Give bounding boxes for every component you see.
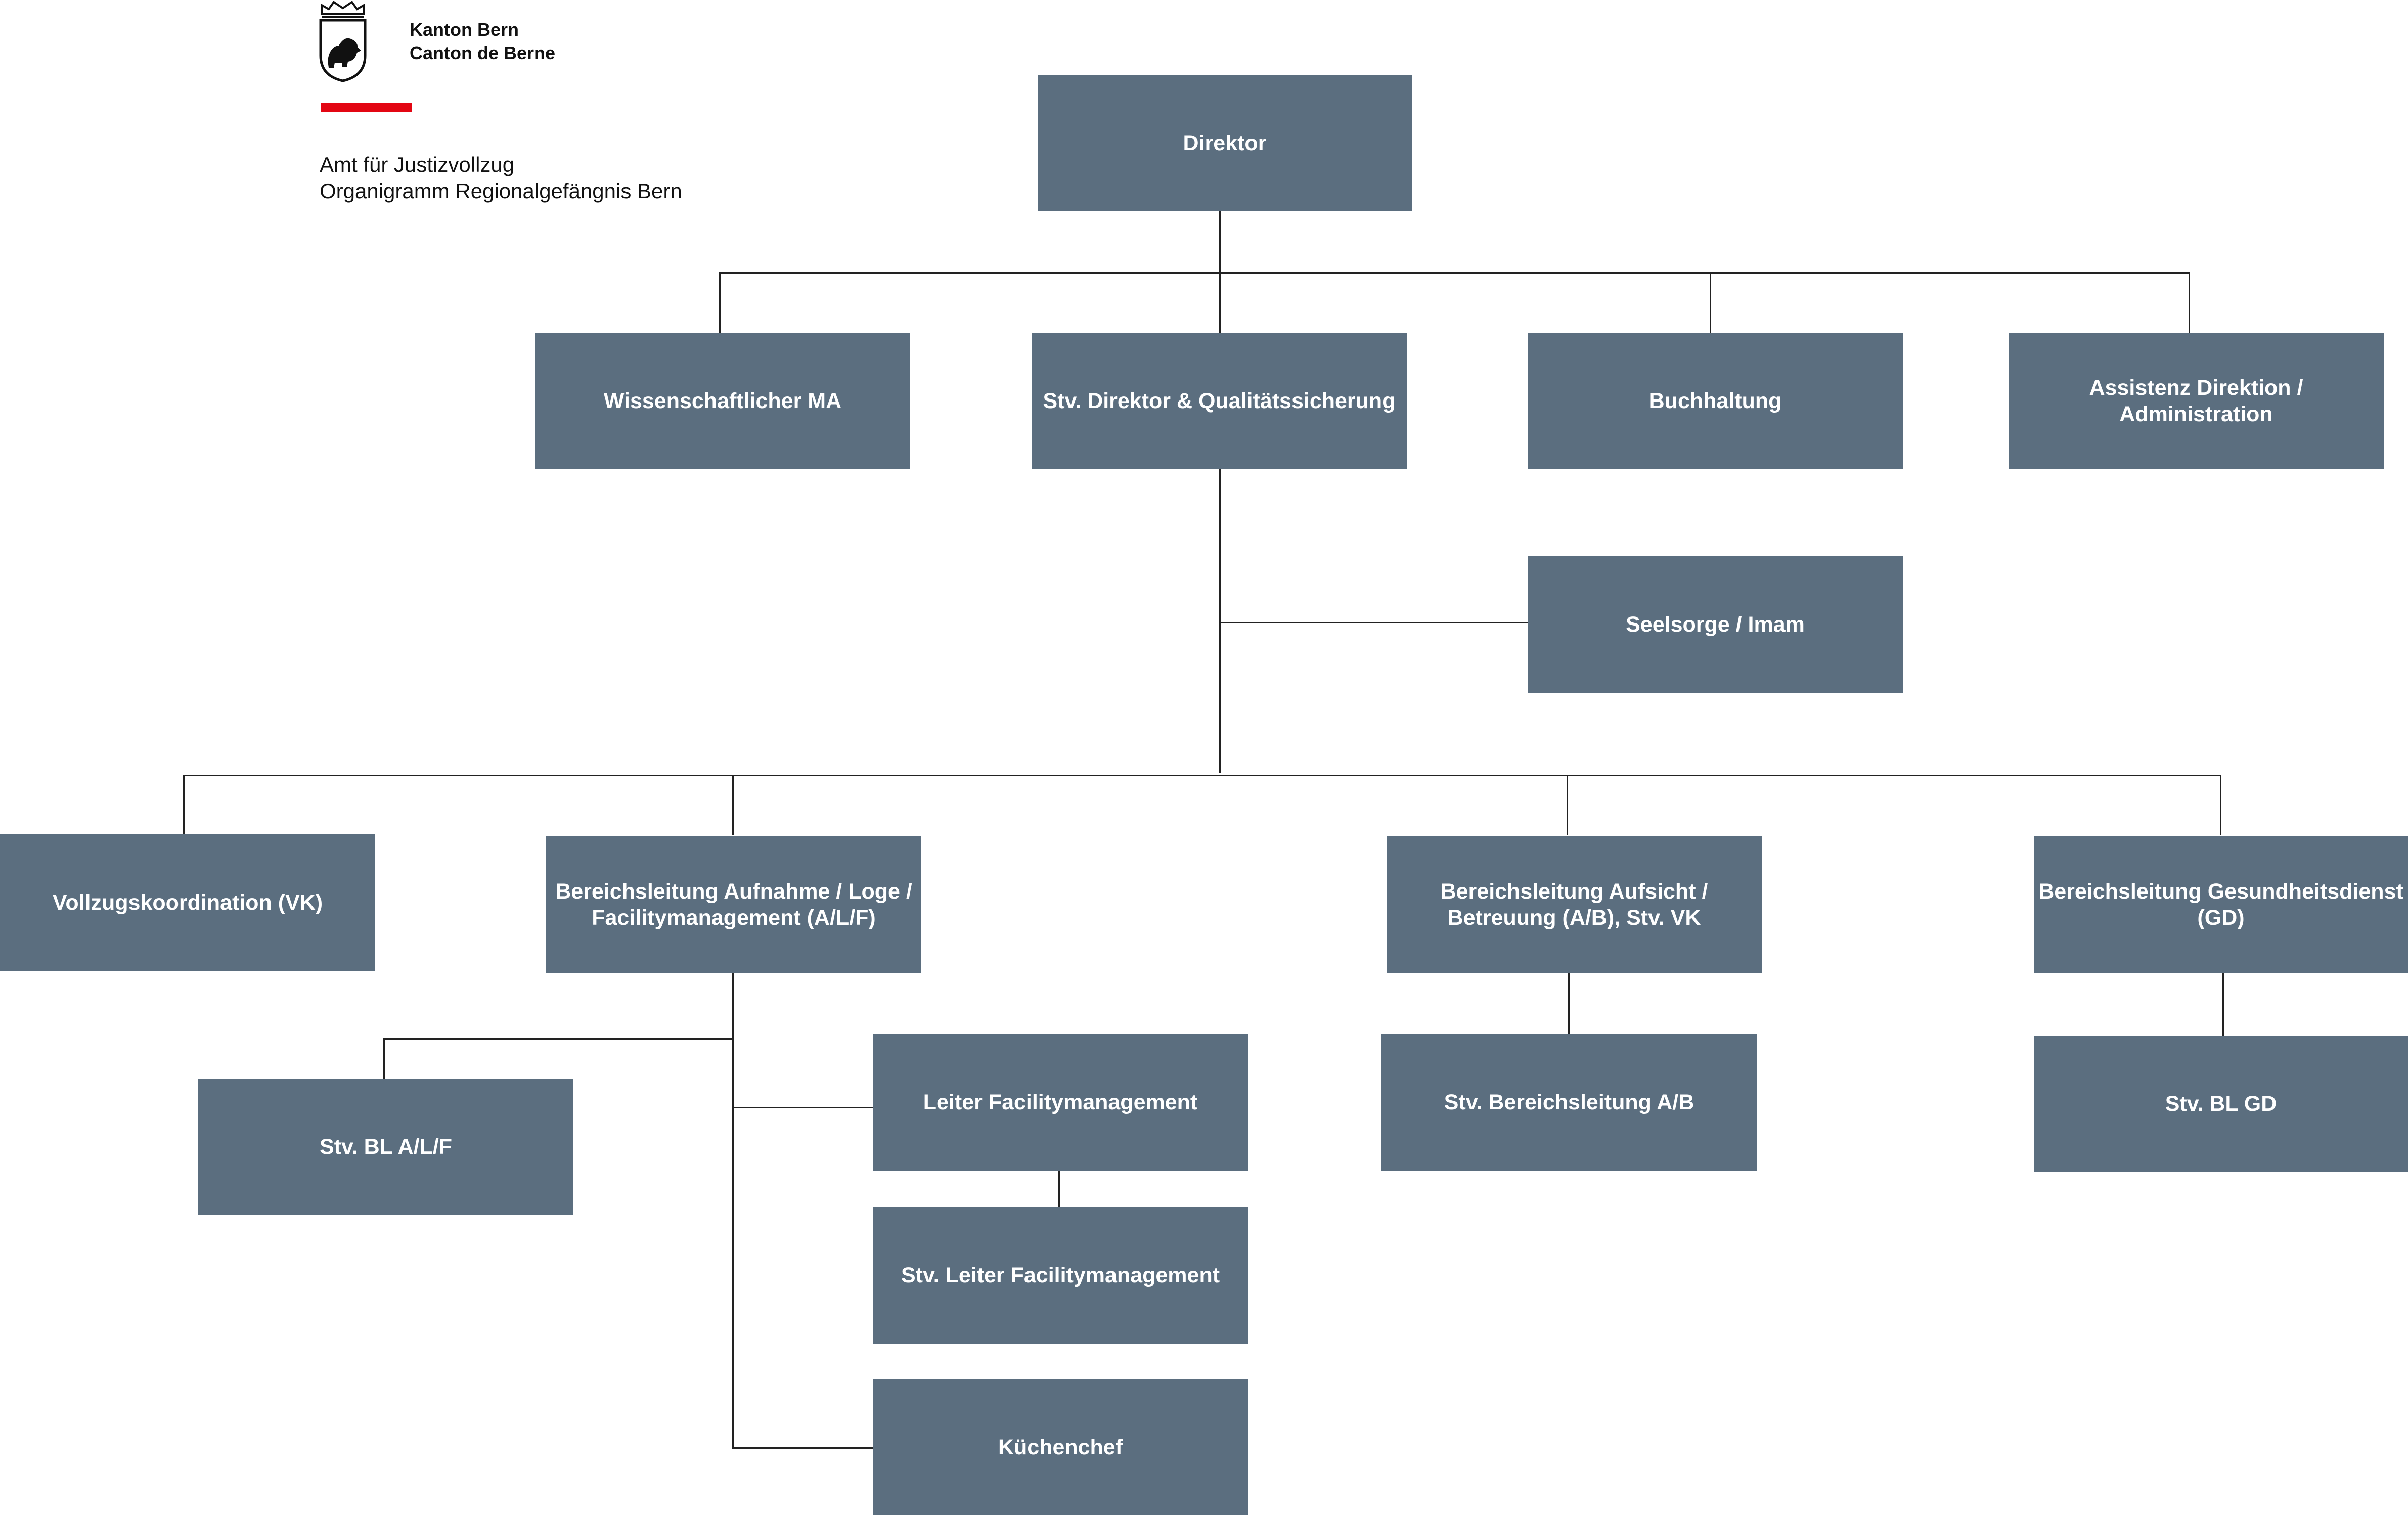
connector (732, 1447, 873, 1449)
chart-subtitle: Organigramm Regionalgefängnis Bern (320, 179, 682, 203)
connector (1219, 622, 1528, 623)
box-buchhaltung: Buchhaltung (1528, 333, 1903, 469)
canton-bern-coat-of-arms-logo (319, 1, 367, 82)
connector (2220, 775, 2221, 835)
box-wissenschaftlicher-ma: Wissenschaftlicher MA (535, 333, 910, 469)
box-stv-bl-alf: Stv. BL A/L/F (198, 1079, 573, 1215)
connector (2222, 973, 2224, 1036)
connector (183, 775, 185, 834)
connector (383, 1038, 733, 1040)
connector (183, 775, 2221, 776)
connector (732, 1107, 873, 1108)
box-seelsorge: Seelsorge / Imam (1528, 556, 1903, 693)
box-stv-leiter-facilitymanagement: Stv. Leiter Facilitymanagement (873, 1207, 1248, 1344)
connector (719, 272, 2190, 274)
connector (1058, 1171, 1060, 1207)
connector (1219, 272, 1221, 333)
box-vollzugskoordination: Vollzugskoordination (VK) (0, 834, 375, 971)
connector (719, 272, 721, 333)
connector (1219, 469, 1221, 773)
connector (1710, 272, 1711, 333)
document-heading: Amt für Justizvollzug Organigramm Region… (320, 152, 682, 204)
box-bereichsleitung-alf: Bereichsleitung Aufnahme / Loge / Facili… (546, 836, 921, 973)
accent-bar (321, 103, 412, 112)
connector (732, 775, 734, 835)
box-bereichsleitung-gd: Bereichsleitung Gesundheitsdienst (GD) (2034, 836, 2408, 973)
canton-name-de: Kanton Bern (410, 19, 519, 40)
office-name: Amt für Justizvollzug (320, 153, 515, 176)
box-bereichsleitung-ab: Bereichsleitung Aufsicht / Betreuung (A/… (1387, 836, 1762, 973)
connector (1567, 775, 1568, 835)
canton-name-fr: Canton de Berne (410, 42, 556, 63)
connector (1219, 211, 1221, 273)
box-direktor: Direktor (1038, 75, 1412, 211)
canton-name: Kanton Bern Canton de Berne (410, 18, 555, 65)
connector (732, 973, 734, 1448)
box-kuechenchef: Küchenchef (873, 1379, 1248, 1515)
box-stv-direktor: Stv. Direktor & Qualitätssicherung (1032, 333, 1407, 469)
box-assistenz-direktion: Assistenz Direktion / Administration (2009, 333, 2384, 469)
box-leiter-facilitymanagement: Leiter Facilitymanagement (873, 1034, 1248, 1171)
box-stv-bl-gd: Stv. BL GD (2034, 1036, 2408, 1172)
connector (2189, 272, 2190, 333)
connector (383, 1038, 385, 1079)
box-stv-bereichsleitung-ab: Stv. Bereichsleitung A/B (1381, 1034, 1757, 1171)
connector (1568, 973, 1570, 1035)
